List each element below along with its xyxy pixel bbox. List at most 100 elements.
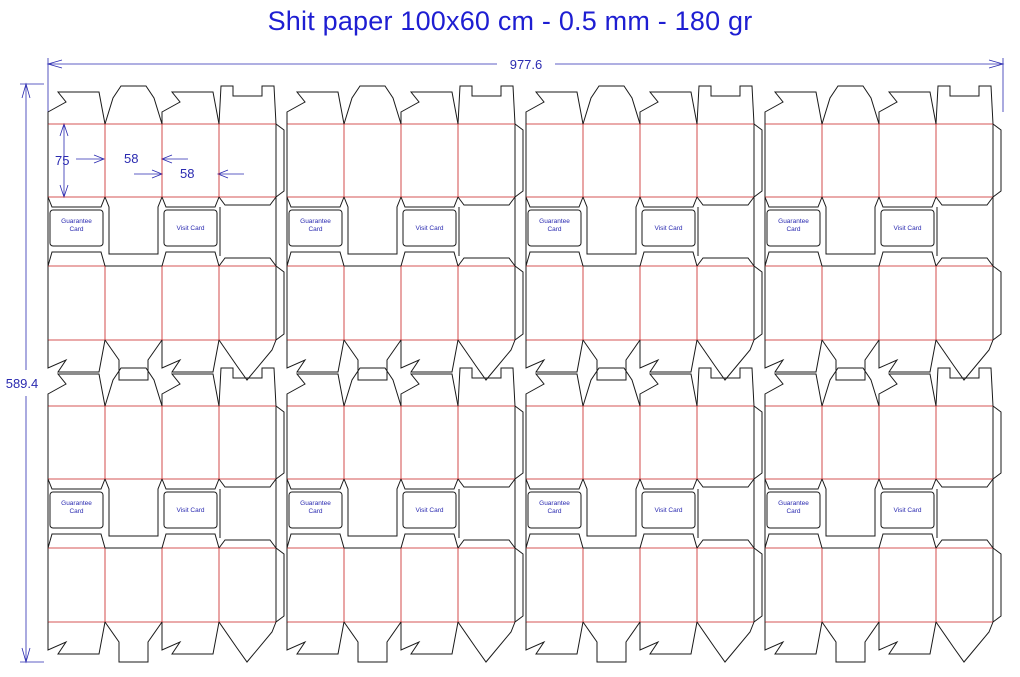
pocket-edge [935,196,994,206]
top-dust-flap [764,91,823,125]
pocket-edge [400,196,459,208]
pocket-edge [935,257,994,267]
bottom-dust-flap [525,621,584,655]
bottom-tuck-flap [343,621,402,663]
bottom-tuck-flap [696,621,755,663]
glue-flap [753,405,763,480]
top-dust-flap [764,373,823,407]
glue-flap [275,123,285,198]
bottom-tuck-flap [696,339,755,381]
top-tuck-flap [935,85,994,125]
bottom-dust-flap [525,339,584,373]
pocket-edge [457,478,516,488]
bottom-tuck-flap [582,621,641,663]
pocket-edge [935,478,994,488]
top-dust-flap [400,91,459,125]
pocket-edge [161,533,220,549]
panel-width-a-label: 58 [124,151,138,166]
bottom-dust-flap [286,339,345,373]
pocket-edge [47,533,106,549]
visit-card-label: Visit Card [893,507,921,514]
visit-card-label: Visit Card [415,507,443,514]
pocket-edge [161,251,220,267]
bottom-dust-flap [161,339,220,373]
pocket-edge [878,533,937,549]
glue-flap [753,547,763,623]
top-dust-flap [878,91,937,125]
top-tuck-flap [696,85,755,125]
pocket-edge [343,196,402,255]
pocket-edge [525,478,584,490]
top-tuck-flap [935,367,994,407]
top-tuck-flap [457,367,516,407]
card-slot [880,209,935,247]
top-tuck-flap [218,367,277,407]
pocket-edge [343,478,402,537]
top-tuck-flap [821,85,880,125]
card-slot [766,491,821,529]
bottom-tuck-flap [821,339,880,381]
bottom-dust-flap [400,621,459,655]
bottom-dust-flap [47,339,106,373]
card-slot [641,209,696,247]
pocket-edge [582,478,641,537]
glue-flap [275,265,285,341]
top-tuck-flap [104,85,163,125]
card-slot [766,209,821,247]
bottom-tuck-flap [457,621,516,663]
pocket-edge [525,533,584,549]
pocket-edge [286,478,345,490]
glue-flap [514,547,524,623]
pocket-edge [218,478,277,488]
top-dust-flap [47,91,106,125]
pocket-edge [286,533,345,549]
glue-flap [992,547,1002,623]
pocket-edge [696,257,755,267]
top-tuck-flap [696,367,755,407]
top-tuck-flap [343,85,402,125]
glue-flap [753,123,763,198]
bottom-tuck-flap [104,339,163,381]
sheet-title: Shit paper 100x60 cm - 0.5 mm - 180 gr [267,6,753,36]
pocket-edge [218,539,277,549]
card-slot [163,491,218,529]
bottom-tuck-flap [104,621,163,663]
bottom-dust-flap [639,621,698,655]
top-dust-flap [286,373,345,407]
pocket-edge [286,251,345,267]
dimension-annotations: 977.6 589.4 75 58 58 [6,57,1005,664]
box-height-label: 75 [55,153,69,168]
pocket-edge [764,251,823,267]
pocket-edge [696,478,755,488]
bottom-dust-flap [161,621,220,655]
pocket-edge [457,539,516,549]
pocket-edge [582,196,641,255]
pocket-edge [764,478,823,490]
visit-card-label: Visit Card [654,507,682,514]
pocket-edge [696,539,755,549]
glue-flap [514,265,524,341]
bottom-dust-flap [286,621,345,655]
card-slot [163,209,218,247]
top-dust-flap [525,373,584,407]
bottom-tuck-flap [218,339,277,381]
top-tuck-flap [821,367,880,407]
pocket-edge [525,251,584,267]
glue-flap [275,405,285,480]
pocket-edge [161,478,220,490]
bottom-dust-flap [764,621,823,655]
glue-flap [275,547,285,623]
pocket-edge [457,257,516,267]
top-dust-flap [47,373,106,407]
pocket-edge [639,533,698,549]
pocket-edge [161,196,220,208]
visit-card-label: Visit Card [176,507,204,514]
sheet-width-label: 977.6 [510,57,543,72]
bottom-dust-flap [400,339,459,373]
